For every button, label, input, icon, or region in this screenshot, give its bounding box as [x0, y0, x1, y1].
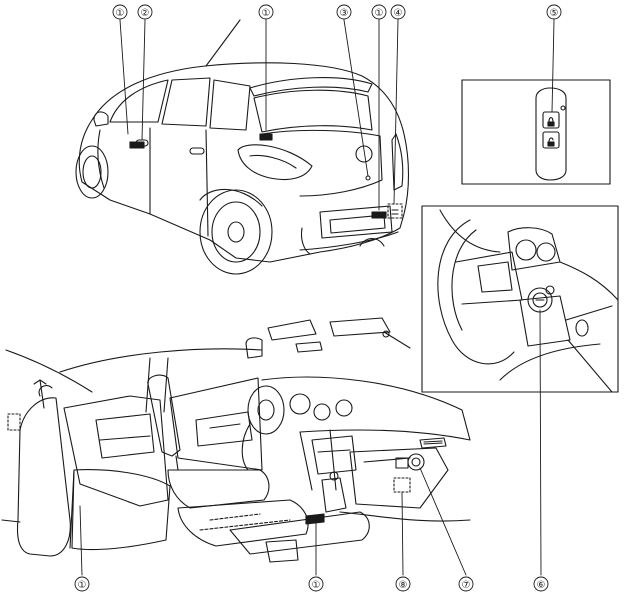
svg-text:④: ④: [394, 8, 403, 19]
svg-text:③: ③: [340, 8, 349, 19]
callout-6-ignition: ⑥: [533, 576, 549, 592]
callout-labels: ① ② ① ③ ① ④ ⑤ ①: [74, 4, 562, 592]
callout-1-bumper: ①: [371, 4, 387, 20]
svg-text:⑥: ⑥: [537, 580, 546, 591]
callout-1-rear-seat: ①: [74, 576, 90, 592]
svg-text:①: ①: [78, 580, 87, 591]
svg-text:⑦: ⑦: [462, 580, 471, 591]
svg-text:①: ①: [262, 8, 271, 19]
callout-5-key-fob: ⑤: [546, 4, 562, 20]
svg-text:②: ②: [141, 8, 150, 19]
svg-text:⑧: ⑧: [399, 580, 408, 591]
svg-text:①: ①: [375, 8, 384, 19]
callout-7-dash-unit: ⑦: [458, 576, 474, 592]
svg-text:①: ①: [312, 580, 321, 591]
key-fob-inset: [461, 79, 611, 185]
callout-3-hatch: ③: [336, 4, 352, 20]
callout-1-floor: ①: [308, 576, 324, 592]
callout-2-door-handle: ②: [137, 4, 153, 20]
callout-1-rear-window: ①: [258, 4, 274, 20]
callout-8-glovebox-unit: ⑧: [395, 576, 411, 592]
svg-text:①: ①: [116, 8, 125, 19]
steering-ignition-inset: [421, 205, 619, 393]
callout-4-rear-unit: ④: [390, 4, 406, 20]
svg-text:⑤: ⑤: [550, 8, 559, 19]
leader-lines: [79, 19, 555, 576]
exterior-car-illustration: [75, 19, 410, 275]
callout-1-mirror: ①: [112, 4, 128, 20]
interior-cabin-illustration: [1, 317, 471, 563]
